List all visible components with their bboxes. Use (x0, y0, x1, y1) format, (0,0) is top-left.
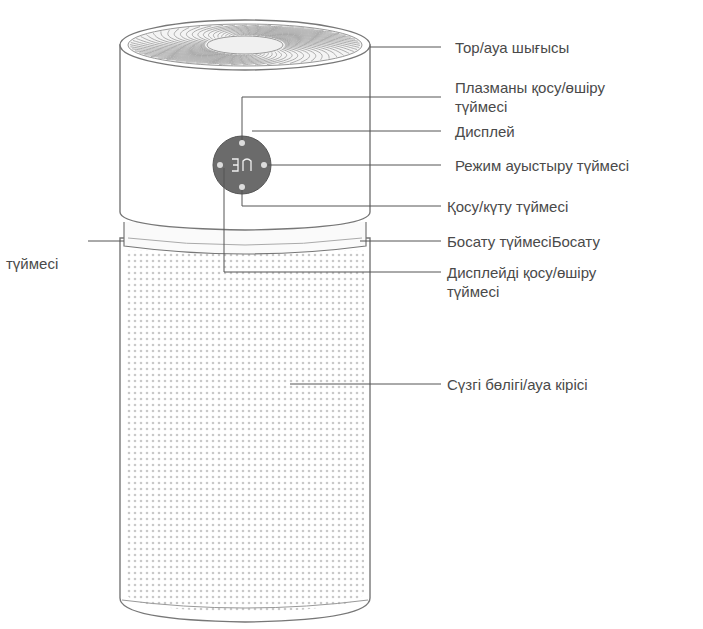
part-label: Дисплейді қосу/өшіру түймесі (447, 263, 637, 301)
control-panel (213, 136, 271, 194)
display-button (217, 162, 223, 168)
plasma-button (239, 140, 245, 146)
leader-line (290, 384, 441, 385)
leader-line (242, 97, 441, 140)
part-label: Режим ауыстыру түймесі (455, 156, 629, 175)
mode-button (261, 162, 267, 168)
part-label: Сүзгі бөлігі/ауа кірісі (447, 375, 588, 394)
outlet-grille (128, 24, 362, 66)
top-cap (120, 45, 370, 230)
leader-line (224, 168, 441, 272)
part-label: Дисплей (455, 122, 515, 141)
leader-line (268, 165, 441, 166)
part-label: Плазманы қосу/өшіру түймесі (455, 78, 640, 116)
leader-line (360, 241, 441, 242)
leader-lines (88, 47, 441, 384)
filter-mesh (126, 250, 364, 612)
part-label: Босату түймесіБосату (447, 232, 600, 251)
part-label: Қосу/күту түймесі (447, 197, 568, 216)
leader-line (252, 131, 441, 132)
part-label: түймесі (6, 254, 58, 273)
ring-groove (128, 238, 362, 245)
leader-line (370, 47, 441, 48)
filter-body (120, 238, 370, 622)
leader-line (88, 241, 124, 242)
top-face (120, 20, 370, 70)
grille-center (207, 36, 283, 54)
base-line (122, 600, 368, 608)
grille-vanes (130, 25, 360, 65)
display-digits (232, 159, 251, 171)
part-label: Тор/ауа шығысы (455, 38, 569, 57)
power-button (239, 184, 245, 190)
grille-vane (285, 44, 322, 60)
leader-line (242, 190, 441, 206)
